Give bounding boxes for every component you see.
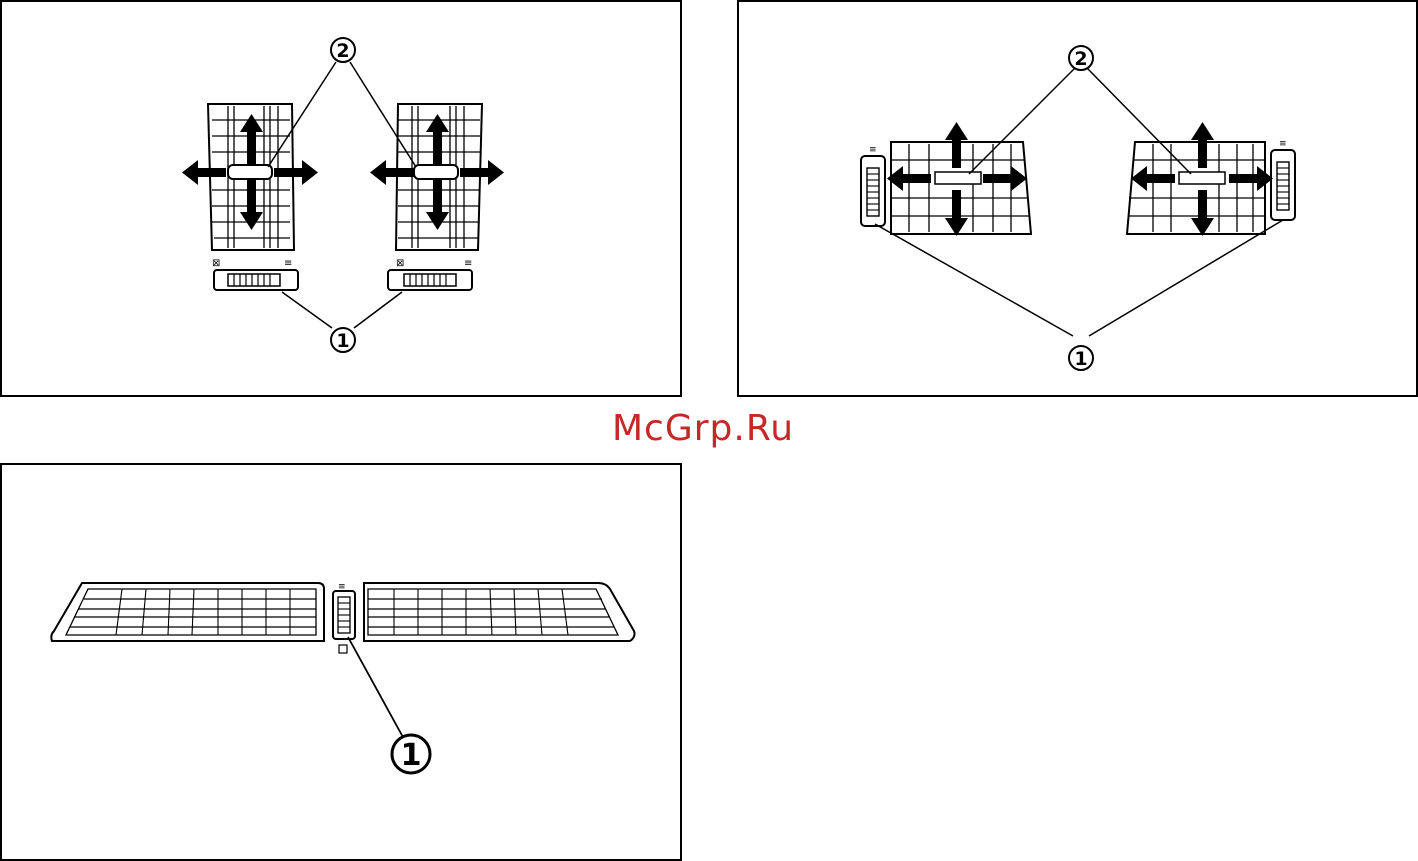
side-vents-panel: ≡ bbox=[737, 0, 1418, 397]
defroster-vent-drawing: ≡ bbox=[2, 465, 680, 859]
svg-text:2: 2 bbox=[336, 40, 349, 62]
callout-1-defroster: 1 bbox=[392, 735, 430, 773]
callout-2-center: 2 bbox=[331, 38, 355, 62]
svg-text:⊠: ⊠ bbox=[396, 258, 404, 269]
svg-text:≡: ≡ bbox=[869, 145, 877, 155]
svg-text:1: 1 bbox=[1074, 348, 1087, 370]
center-vents-drawing: ⊠ ≡ bbox=[2, 2, 680, 395]
defroster-right-grille bbox=[364, 583, 635, 641]
side-right-vent: ≡ bbox=[1127, 122, 1295, 236]
side-vents-drawing: ≡ bbox=[739, 2, 1416, 395]
svg-text:1: 1 bbox=[401, 738, 422, 773]
callout-1-side: 1 bbox=[1069, 346, 1093, 370]
svg-text:≡: ≡ bbox=[464, 258, 472, 269]
center-vents-panel: ⊠ ≡ bbox=[0, 0, 682, 397]
defroster-leader-line bbox=[348, 637, 404, 739]
svg-text:≡: ≡ bbox=[284, 258, 292, 269]
watermark-text: McGrp.Ru bbox=[612, 408, 822, 456]
svg-text:≡: ≡ bbox=[1279, 139, 1287, 149]
defroster-left-grille bbox=[51, 583, 324, 641]
defroster-vent-panel: ≡ bbox=[0, 463, 682, 861]
callout-2-side: 2 bbox=[1069, 46, 1093, 70]
center-left-vent: ⊠ ≡ bbox=[182, 104, 318, 290]
svg-text:⊠: ⊠ bbox=[212, 258, 220, 269]
svg-text:2: 2 bbox=[1074, 48, 1087, 70]
svg-text:1: 1 bbox=[336, 330, 349, 352]
center-right-vent: ⊠ ≡ bbox=[370, 104, 504, 290]
side-left-vent: ≡ bbox=[861, 122, 1031, 236]
callout-1-center: 1 bbox=[331, 328, 355, 352]
